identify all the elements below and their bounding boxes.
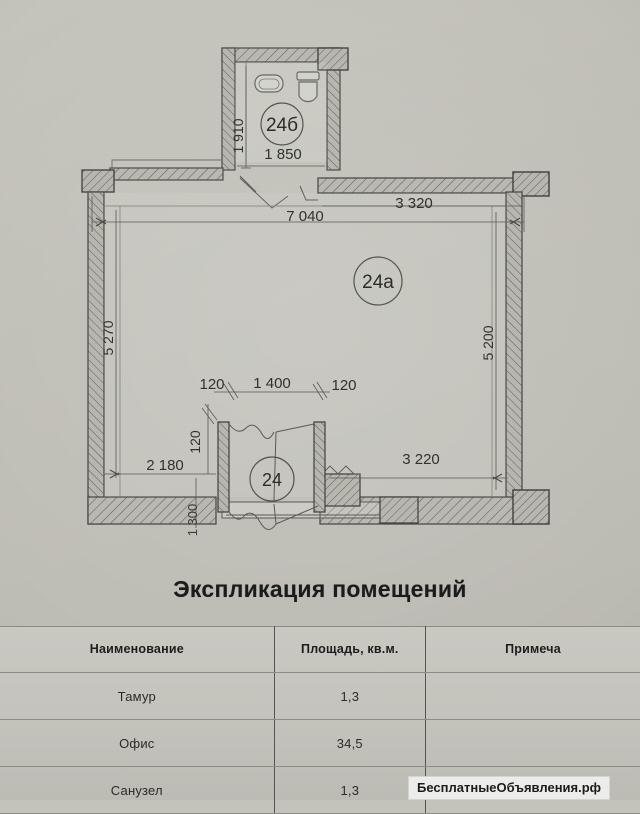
left-stub-wall bbox=[81, 159, 224, 193]
cell-room-area: 1,3 bbox=[274, 672, 426, 720]
dim-bath-height-label: 1 910 bbox=[230, 118, 246, 153]
office-walls bbox=[87, 171, 550, 525]
cell-room-area: 1,3 bbox=[274, 766, 426, 814]
dim-pier-depth-label: 120 bbox=[187, 430, 203, 454]
cell-room-name: Тамур bbox=[0, 672, 275, 720]
dim-vest-depth-label: 1 300 bbox=[185, 504, 200, 537]
sink-fixture bbox=[254, 74, 284, 93]
explication-table-wrapper: Наименование Площадь, кв.м. Примеча Таму… bbox=[0, 626, 640, 814]
dim-right-height-label: 5 200 bbox=[480, 325, 496, 360]
break-lines bbox=[228, 423, 319, 530]
room-number-bubbles bbox=[249, 102, 403, 502]
dim-top-right-label: 3 320 bbox=[395, 195, 433, 212]
vestibule-partitions bbox=[217, 421, 326, 513]
dim-bath-height bbox=[241, 66, 251, 169]
table-row: Офис 34,5 bbox=[0, 719, 640, 767]
dim-top-overall-label: 7 040 bbox=[286, 208, 324, 225]
column-header-name: Наименование bbox=[0, 626, 275, 673]
cell-room-note bbox=[425, 672, 640, 720]
cell-room-name: Офис bbox=[0, 719, 275, 767]
dim-pier-right-label: 120 bbox=[331, 377, 356, 394]
dim-pier-left-label: 120 bbox=[199, 376, 224, 393]
room-label-vestibule: 24 bbox=[262, 470, 282, 490]
dim-bath-width-label: 1 850 bbox=[264, 146, 302, 163]
dim-bottom-left-label: 2 180 bbox=[146, 457, 184, 474]
cell-room-note bbox=[425, 719, 640, 767]
column-header-note: Примеча bbox=[425, 626, 640, 673]
room-label-office: 24а bbox=[362, 272, 394, 293]
cell-room-area: 34,5 bbox=[274, 719, 426, 767]
cell-room-name: Санузел bbox=[0, 766, 275, 814]
page-title: Экспликация помещений bbox=[173, 576, 467, 602]
dim-bottom-right-label: 3 220 bbox=[402, 451, 440, 468]
site-watermark: БесплатныеОбъявления.рф bbox=[408, 776, 611, 800]
toilet-fixture bbox=[296, 71, 320, 103]
dim-left-height-label: 5 270 bbox=[100, 320, 116, 355]
table-row: Тамур 1,3 bbox=[0, 672, 640, 720]
room-label-bathroom: 24б bbox=[266, 115, 298, 136]
dimension-arrows bbox=[95, 217, 521, 483]
table-header-row: Наименование Площадь, кв.м. Примеча bbox=[0, 626, 640, 673]
column-header-area: Площадь, кв.м. bbox=[274, 626, 426, 673]
dim-opening-width-label: 1 400 bbox=[253, 375, 291, 392]
dimension-lines bbox=[91, 196, 525, 528]
window-bottom bbox=[221, 496, 419, 524]
